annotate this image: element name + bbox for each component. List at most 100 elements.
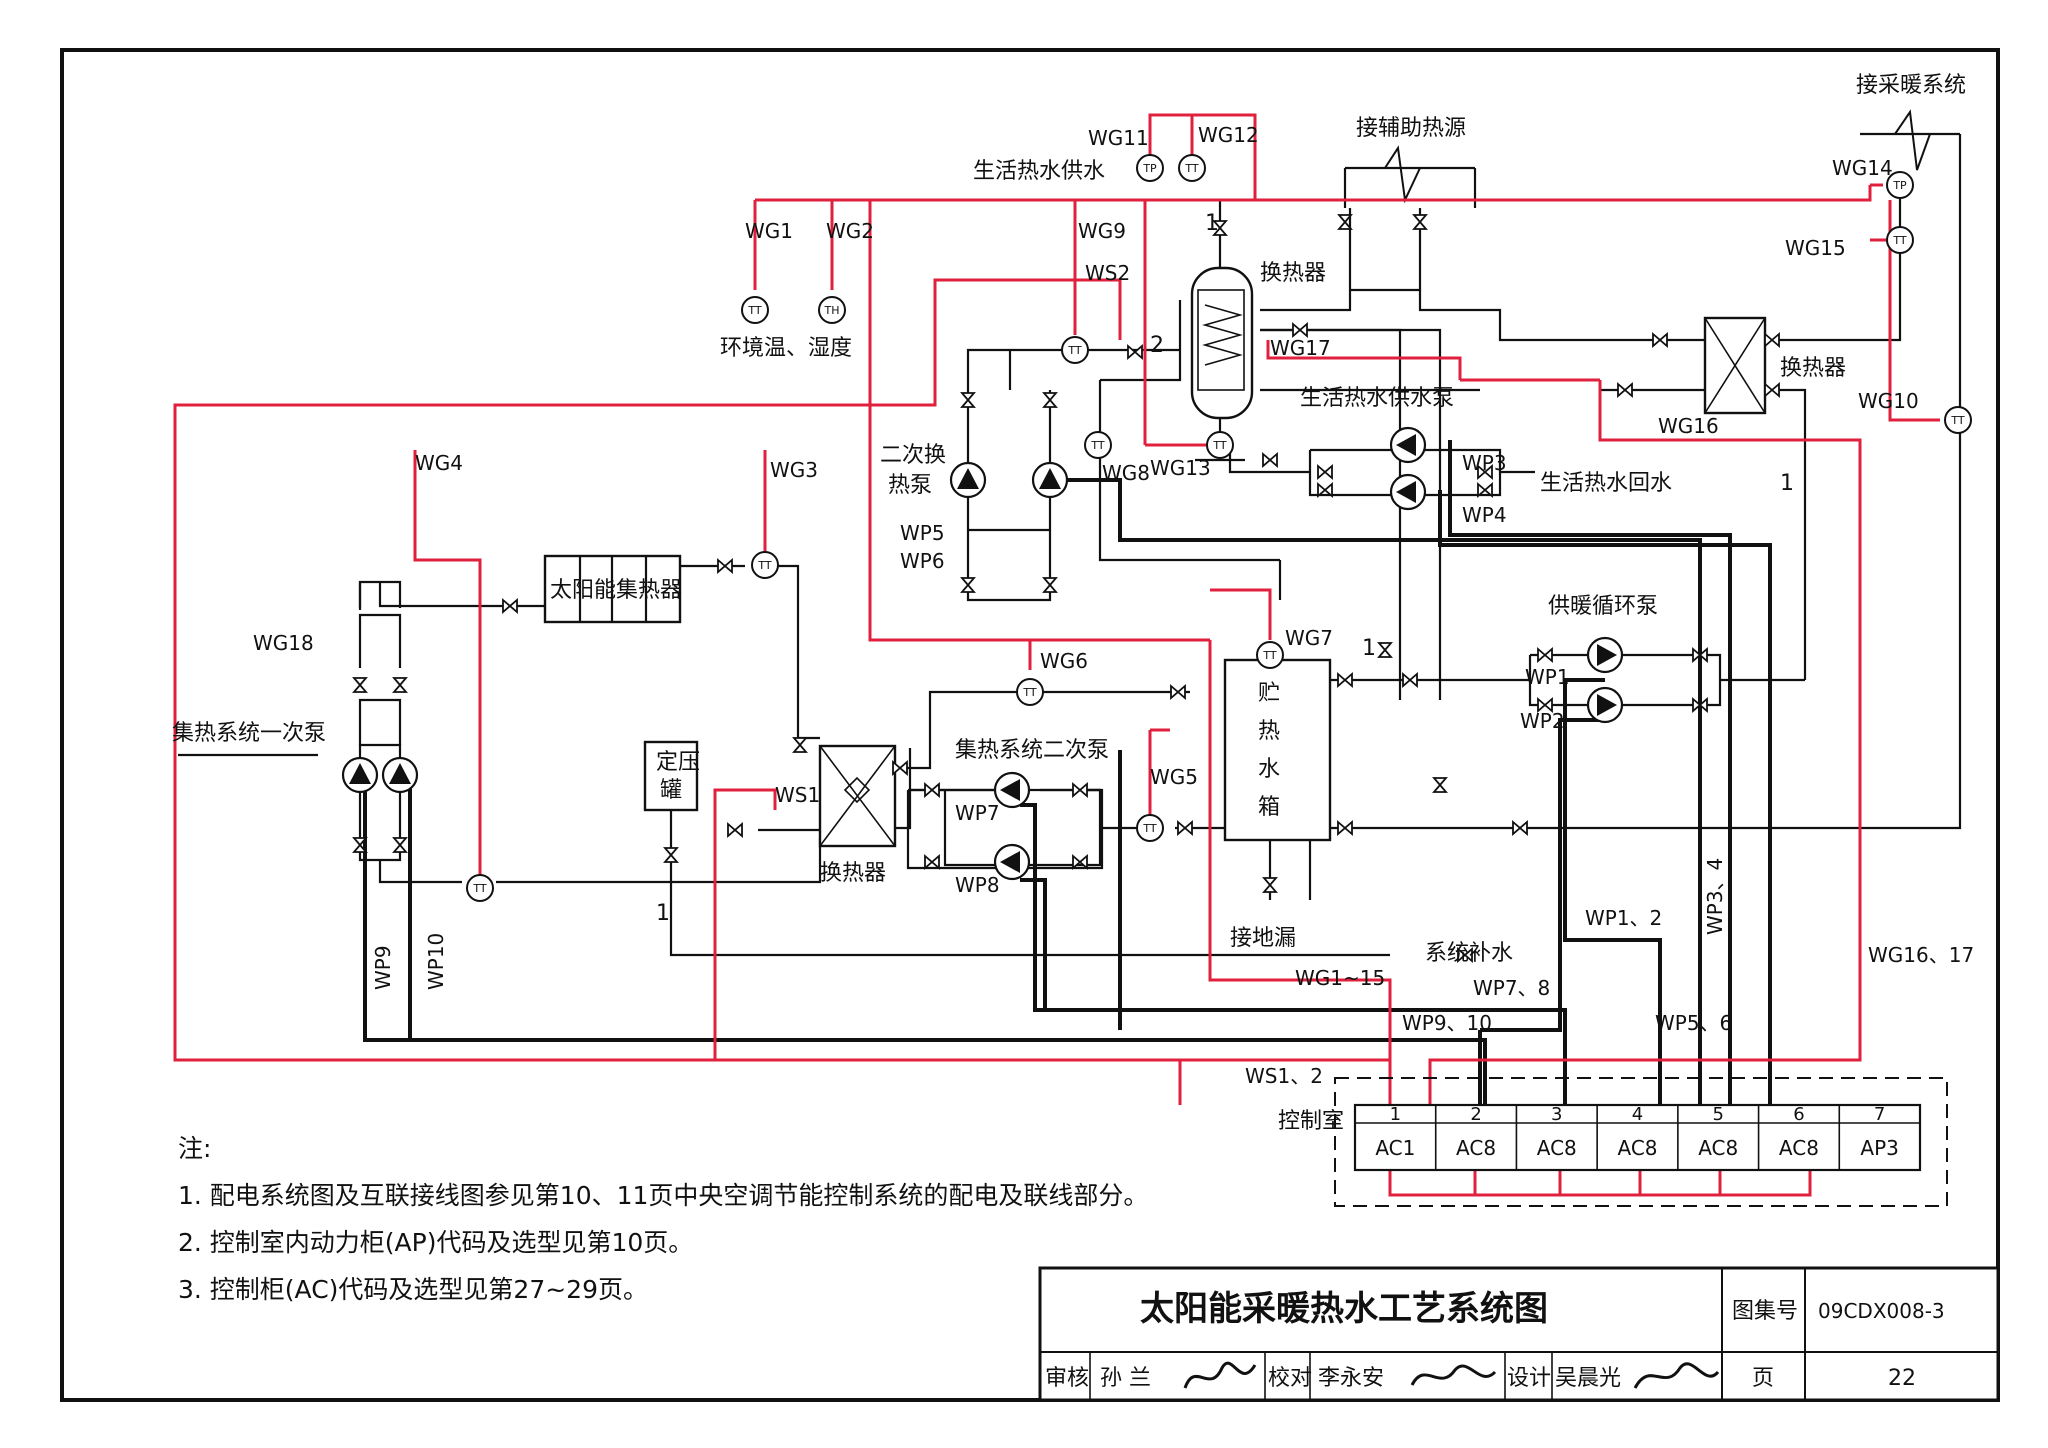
bus-ws1-2: WS1、2 bbox=[1245, 1064, 1323, 1088]
heating-system-label: 接采暖系统 bbox=[1856, 73, 1966, 98]
hx-top-label: 换热器 bbox=[1260, 261, 1326, 286]
wg14-pressure-sensor: TP bbox=[1886, 171, 1914, 199]
review-label: 审核 bbox=[1045, 1366, 1089, 1391]
reviewer-signature bbox=[1183, 1361, 1257, 1389]
svg-text:1: 1 bbox=[656, 901, 670, 926]
pressure-tank bbox=[643, 740, 699, 812]
svg-text:TT: TT bbox=[1262, 649, 1277, 662]
tag-wg6: WG6 bbox=[1040, 649, 1088, 673]
tag-wp10: WP10 bbox=[424, 933, 448, 990]
tag-wp6: WP6 bbox=[900, 549, 945, 573]
bus-labels: WG1~15 WP7、8 WP9、10 WP5、6 WP1、2 WP3、4 WG… bbox=[1245, 858, 1974, 1088]
designer-name: 吴晨光 bbox=[1555, 1366, 1621, 1391]
cabinet-number: 7 bbox=[1874, 1104, 1885, 1125]
cabinet-number: 4 bbox=[1632, 1104, 1643, 1125]
wg9-temp-sensor: TT bbox=[1061, 336, 1089, 364]
reviewer-name: 孙 兰 bbox=[1100, 1366, 1151, 1391]
tag-wg8: WG8 bbox=[1102, 461, 1150, 485]
tag-wg18: WG18 bbox=[253, 631, 314, 655]
solar-collector-label: 太阳能集热器 bbox=[550, 578, 682, 603]
connection-labels: 接辅助热源 接采暖系统 生活热水供水 生活热水回水 系统补水 接地漏 环境温、湿… bbox=[720, 73, 1966, 966]
equipment-labels: 太阳能集热器 定压 罐 换热器 贮 热 水 箱 换热器 换热器 集热系统一次泵 … bbox=[172, 261, 1846, 886]
cabinet-code: AC8 bbox=[1617, 1136, 1657, 1160]
tank-label-3: 水 bbox=[1258, 757, 1280, 782]
bus-wp7-8: WP7、8 bbox=[1473, 976, 1550, 1000]
note-1: 1. 配电系统图及互联接线图参见第10、11页中央空调节能控制系统的配电及联线部… bbox=[178, 1181, 1149, 1210]
design-label: 设计 bbox=[1507, 1366, 1551, 1391]
svg-text:2: 2 bbox=[1150, 333, 1164, 358]
dhw-pump-label: 生活热水供水泵 bbox=[1300, 386, 1454, 411]
cabinet-number: 3 bbox=[1551, 1104, 1562, 1125]
tag-wg2: WG2 bbox=[826, 219, 874, 243]
dhw-supply-label: 生活热水供水 bbox=[973, 159, 1105, 184]
svg-text:TT: TT bbox=[757, 559, 772, 572]
cabinet-number: 5 bbox=[1712, 1104, 1723, 1125]
drawing-title: 太阳能采暖热水工艺系统图 bbox=[1140, 1289, 1548, 1329]
tag-wp5: WP5 bbox=[900, 521, 945, 545]
flow-marks: 1 2 1 1 1 bbox=[656, 211, 1794, 926]
bus-wp3-4: WP3、4 bbox=[1703, 858, 1727, 935]
bus-wp1-2: WP1、2 bbox=[1585, 906, 1662, 930]
power-cables bbox=[363, 440, 1772, 1105]
heating-pump-label: 供暖循环泵 bbox=[1548, 594, 1658, 619]
wp4-pump bbox=[1389, 473, 1427, 511]
main-hx-label: 换热器 bbox=[820, 861, 886, 886]
control-room-label: 控制室 bbox=[1278, 1109, 1344, 1134]
wp5-pump bbox=[949, 461, 987, 499]
title-block: 太阳能采暖热水工艺系统图 图集号 09CDX008-3 审核 孙 兰 校对 李永… bbox=[1038, 1266, 2000, 1402]
wg12-temp-sensor: TT bbox=[1178, 154, 1206, 182]
drain-label: 接地漏 bbox=[1230, 926, 1296, 951]
secondary-pump-label: 集热系统二次泵 bbox=[955, 738, 1109, 763]
svg-text:TP: TP bbox=[1892, 179, 1907, 192]
page-number: 22 bbox=[1888, 1366, 1916, 1391]
tag-wp9: WP9 bbox=[371, 945, 395, 990]
wg11-pressure-sensor: TP bbox=[1136, 154, 1164, 182]
page-label: 页 bbox=[1752, 1366, 1774, 1391]
primary-pump-1 bbox=[341, 756, 379, 794]
svg-text:TT: TT bbox=[1892, 234, 1907, 247]
tag-wp8: WP8 bbox=[955, 873, 1000, 897]
tag-wp1: WP1 bbox=[1525, 665, 1570, 689]
primary-pump-label: 集热系统一次泵 bbox=[172, 721, 326, 746]
svg-text:TT: TT bbox=[747, 304, 762, 317]
designer-signature bbox=[1633, 1362, 1720, 1389]
tank-label-4: 箱 bbox=[1258, 795, 1280, 820]
hx-right-label: 换热器 bbox=[1780, 356, 1846, 381]
atlas-label: 图集号 bbox=[1732, 1299, 1798, 1324]
svg-text:TT: TT bbox=[1142, 822, 1157, 835]
ambient-label: 环境温、湿度 bbox=[720, 336, 852, 361]
wp1-pump bbox=[1586, 636, 1624, 674]
tag-wg4: WG4 bbox=[415, 451, 463, 475]
tag-wg7: WG7 bbox=[1285, 626, 1333, 650]
tag-ws2: WS2 bbox=[1085, 261, 1130, 285]
cabinet-code: AC1 bbox=[1375, 1136, 1415, 1160]
pressure-tank-label-2: 罐 bbox=[660, 778, 682, 803]
tag-ws1: WS1 bbox=[775, 783, 820, 807]
cabinet-code: AP3 bbox=[1860, 1136, 1898, 1160]
wg7-temp-sensor: TT bbox=[1256, 641, 1284, 669]
wg15-temp-sensor: TT bbox=[1886, 226, 1914, 254]
cabinet-number: 6 bbox=[1793, 1104, 1804, 1125]
notes: 注: 1. 配电系统图及互联接线图参见第10、11页中央空调节能控制系统的配电及… bbox=[178, 1125, 1148, 1313]
wp6-pump bbox=[1031, 461, 1069, 499]
ambient-humidity-sensor: TH bbox=[818, 296, 846, 324]
tag-wg17: WG17 bbox=[1270, 336, 1331, 360]
wp7-pump bbox=[993, 771, 1031, 809]
bus-wp9-10: WP9、10 bbox=[1402, 1011, 1492, 1035]
primary-pump-2 bbox=[381, 756, 419, 794]
note-2: 2. 控制室内动力柜(AP)代码及选型见第10页。 bbox=[178, 1228, 694, 1257]
tag-wp4: WP4 bbox=[1462, 503, 1507, 527]
wp3-pump bbox=[1389, 426, 1427, 464]
storage-tank bbox=[1223, 658, 1332, 842]
tag-wp3: WP3 bbox=[1462, 451, 1507, 475]
checker-signature bbox=[1410, 1364, 1497, 1386]
control-room-outline bbox=[1334, 1077, 1948, 1207]
tag-wp7: WP7 bbox=[955, 801, 1000, 825]
cabinet-code: AC8 bbox=[1779, 1136, 1819, 1160]
svg-text:TT: TT bbox=[1950, 414, 1965, 427]
notes-heading: 注: bbox=[178, 1134, 212, 1163]
note-3: 3. 控制柜(AC)代码及选型见第27~29页。 bbox=[178, 1275, 648, 1304]
instruments: TT TH TP TT TT TT TT TT TT TT TT TT TP T… bbox=[466, 154, 1972, 902]
